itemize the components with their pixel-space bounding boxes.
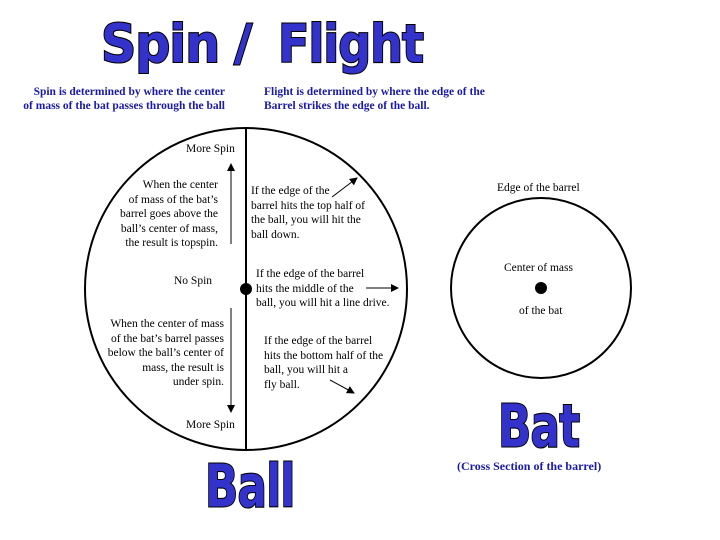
spin-description-line: Spin is determined by where the center <box>33 86 225 98</box>
underspin-line: mass, the result is <box>142 361 224 374</box>
middle-line: If the edge of the barrel <box>256 268 365 280</box>
spin-description-line: of mass of the bat passes through the ba… <box>23 100 225 112</box>
title-spin: Spin <box>100 13 221 75</box>
underspin-line: When the center of mass <box>110 318 224 330</box>
title-slash: / <box>233 14 253 72</box>
more-spin-bottom-label: More Spin <box>186 419 235 431</box>
center-of-mass-label: Center of mass <box>504 262 573 274</box>
middle-line: ball, you will hit a line drive. <box>256 297 390 310</box>
topspin-line: When the center <box>142 179 218 191</box>
flight-description-line: Flight is determined by where the edge o… <box>264 86 485 98</box>
top-half-line: the ball, you will hit the <box>251 214 361 227</box>
bottom-half-line: fly ball. <box>264 378 300 391</box>
bat-center-dot <box>535 282 547 294</box>
ball-center-dot <box>240 283 252 295</box>
more-spin-top-label: More Spin <box>186 143 235 155</box>
bottom-half-line: If the edge of the barrel <box>264 335 373 347</box>
title-flight: Flight <box>277 13 425 75</box>
bottom-half-line: hits the bottom half of the <box>264 349 384 362</box>
top-half-explanation: If the edge of the barrel hits the top h… <box>251 184 391 242</box>
topspin-line: ball’s center of mass, <box>120 222 218 235</box>
underspin-explanation: When the center of mass of the bat’s bar… <box>90 317 224 390</box>
ball-down-arrow <box>331 177 358 198</box>
title-ball: Ball <box>204 452 296 521</box>
fly-ball-arrow <box>329 379 355 394</box>
of-the-bat-label: of the bat <box>519 305 563 317</box>
top-half-line: ball down. <box>251 228 300 241</box>
underspin-line: of the bat’s barrel passes <box>110 332 224 345</box>
bottom-half-explanation: If the edge of the barrel hits the botto… <box>264 334 396 392</box>
bottom-half-line: ball, you will hit a <box>264 364 349 377</box>
topspin-line: the result is topspin. <box>125 237 218 250</box>
spin-description: Spin is determined by where the center o… <box>6 85 225 113</box>
edge-of-barrel-label: Edge of the barrel <box>497 182 580 194</box>
topspin-line: of mass of the bat’s <box>128 193 218 206</box>
top-half-line: If the edge of the <box>251 185 330 197</box>
top-half-line: barrel hits the top half of <box>251 199 366 212</box>
bat-caption: (Cross Section of the barrel) <box>457 459 602 473</box>
middle-explanation: If the edge of the barrel hits the middl… <box>256 267 406 311</box>
no-spin-label: No Spin <box>174 275 213 287</box>
bat-outline <box>450 197 632 379</box>
underspin-line: below the ball’s center of <box>107 347 224 360</box>
topspin-explanation: When the center of mass of the bat’s bar… <box>100 178 218 251</box>
title-bat: Bat <box>497 392 581 461</box>
flight-description-line: Barrel strikes the edge of the ball. <box>264 100 430 112</box>
underspin-line: under spin. <box>172 376 224 389</box>
middle-line: hits the middle of the <box>256 282 354 295</box>
topspin-line: barrel goes above the <box>119 208 218 221</box>
flight-description: Flight is determined by where the edge o… <box>264 85 514 113</box>
